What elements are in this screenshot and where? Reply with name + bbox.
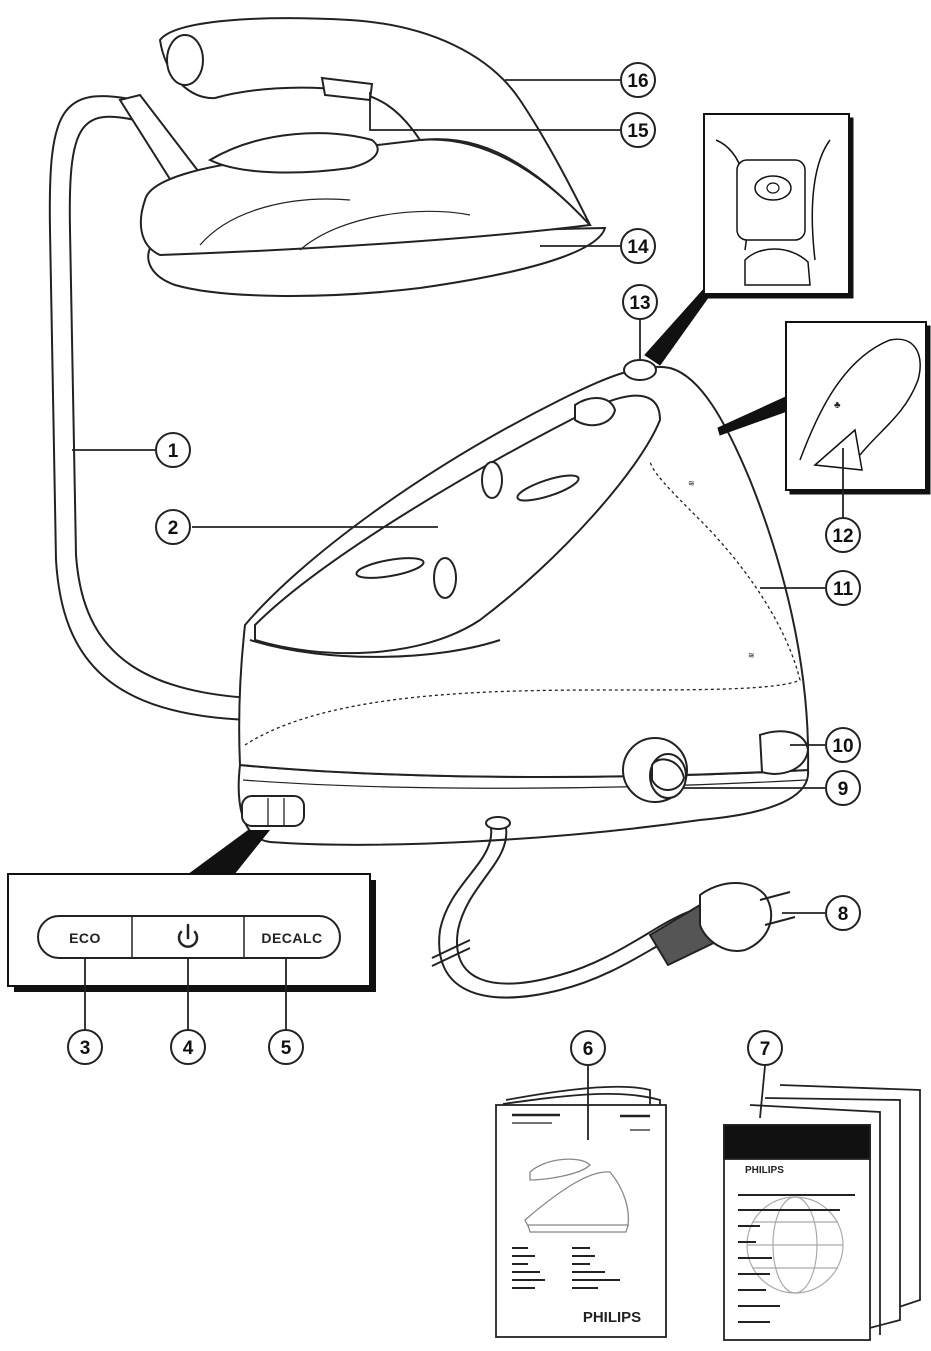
iron-platform	[254, 394, 662, 655]
callout-16: 16	[620, 62, 656, 98]
decalc-button: DECALC	[261, 930, 322, 946]
svg-text:3: 3	[80, 1038, 91, 1059]
callout-6: 6	[570, 1030, 606, 1066]
svg-text:15: 15	[627, 121, 649, 142]
svg-text:11: 11	[833, 579, 854, 600]
user-manual-brand: PHILIPS	[583, 1309, 641, 1326]
leader-lines	[72, 79, 844, 1140]
mains-plug	[648, 882, 796, 967]
guarantee-leaflet: PHILIPS	[723, 1084, 921, 1341]
mains-cord	[431, 821, 691, 999]
power-icon	[177, 923, 199, 948]
svg-text:4: 4	[183, 1038, 194, 1059]
callout-11: 11	[825, 570, 861, 606]
svg-text:13: 13	[629, 293, 650, 314]
platform-pad	[355, 557, 425, 579]
callout-10: 10	[825, 727, 861, 763]
base-control-panel	[241, 795, 305, 827]
callouts: 1 2 3 4 5 6 7 8 9 10 11 12 13 14 15 16	[67, 62, 861, 1066]
iron	[139, 17, 607, 297]
svg-text:12: 12	[832, 526, 853, 547]
svg-text:9: 9	[838, 779, 849, 800]
svg-text:♣: ♣	[834, 400, 841, 411]
callout-9: 9	[825, 770, 861, 806]
svg-text:10: 10	[832, 736, 853, 757]
steam-generator-top-button	[623, 359, 657, 381]
platform-pad	[433, 557, 457, 599]
callout-13: 13	[622, 284, 658, 320]
callout-3: 3	[67, 1029, 103, 1065]
guarantee-brand: PHILIPS	[745, 1165, 784, 1176]
callout-2: 2	[155, 509, 191, 545]
svg-text:≋: ≋	[688, 479, 695, 488]
svg-text:2: 2	[168, 518, 179, 539]
eco-button: ECO	[69, 930, 101, 946]
platform-pad	[481, 461, 503, 499]
callout-7: 7	[747, 1030, 783, 1066]
svg-text:1: 1	[168, 441, 179, 462]
callout-12: 12	[825, 517, 861, 553]
svg-text:5: 5	[281, 1038, 292, 1059]
inset-water-tank-handle: ♣	[717, 321, 931, 495]
iron-handle	[158, 17, 591, 226]
svg-text:≋: ≋	[748, 651, 755, 660]
svg-text:6: 6	[583, 1039, 594, 1060]
callout-8: 8	[825, 895, 861, 931]
supply-hose	[48, 95, 251, 721]
svg-text:14: 14	[627, 237, 649, 258]
callout-5: 5	[268, 1029, 304, 1065]
inset-top-button	[644, 113, 854, 366]
inset-control-panel: ECO DECALC	[7, 830, 376, 992]
cord-storage-compartment	[758, 730, 810, 775]
user-manual: PHILIPS	[495, 1085, 667, 1338]
svg-text:8: 8	[838, 904, 849, 925]
svg-text:16: 16	[627, 71, 648, 92]
platform-pad	[516, 474, 580, 502]
callout-14: 14	[620, 228, 656, 264]
svg-text:7: 7	[760, 1039, 771, 1060]
callout-1: 1	[155, 432, 191, 468]
steam-control-knob	[622, 737, 688, 803]
callout-15: 15	[620, 112, 656, 148]
callout-4: 4	[170, 1029, 206, 1065]
steam-generator: ≋ ≋	[237, 359, 810, 846]
